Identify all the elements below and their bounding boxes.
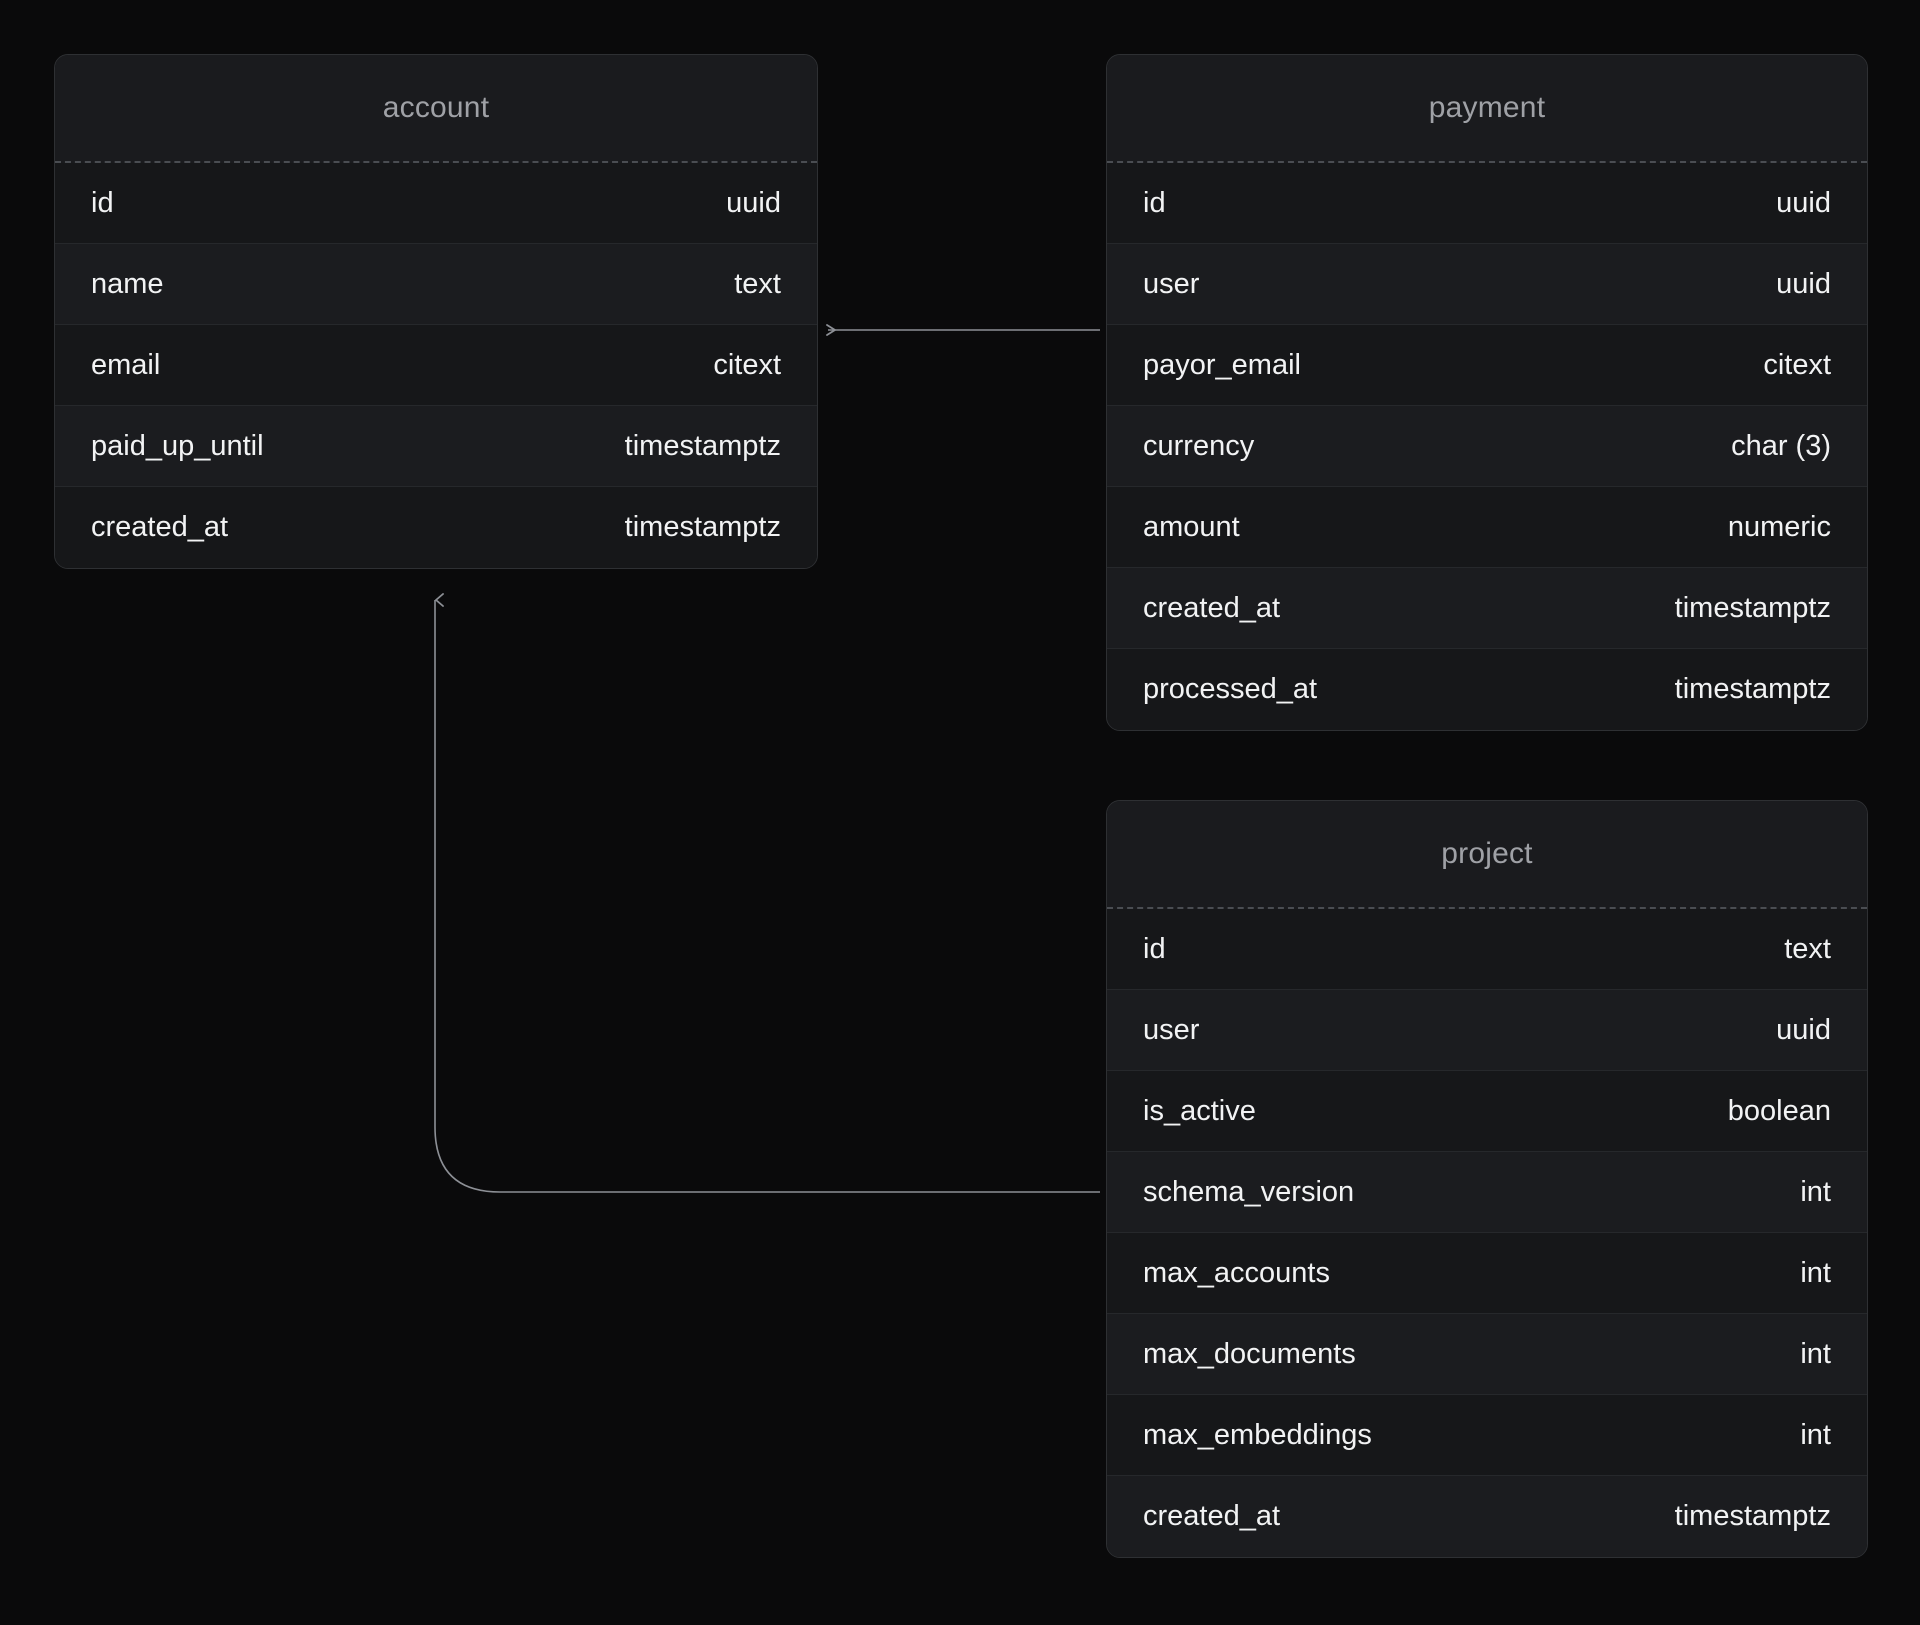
- field-name: user: [1143, 1013, 1200, 1046]
- field-type: numeric: [1727, 510, 1831, 543]
- field-name: user: [1143, 267, 1200, 300]
- field-row[interactable]: created_at timestamptz: [1107, 568, 1867, 649]
- field-type: uuid: [1776, 267, 1831, 300]
- field-name: currency: [1143, 429, 1255, 462]
- field-type: uuid: [1776, 1013, 1831, 1046]
- field-row[interactable]: amount numeric: [1107, 487, 1867, 568]
- field-type: text: [734, 267, 781, 300]
- field-type: uuid: [1776, 186, 1831, 219]
- field-name: paid_up_until: [91, 429, 264, 462]
- field-row[interactable]: name text: [55, 244, 817, 325]
- field-name: name: [91, 267, 164, 300]
- field-row[interactable]: is_active boolean: [1107, 1071, 1867, 1152]
- field-type: char (3): [1731, 429, 1831, 462]
- field-row[interactable]: user uuid: [1107, 244, 1867, 325]
- field-name: max_embeddings: [1143, 1418, 1372, 1451]
- field-row[interactable]: schema_version int: [1107, 1152, 1867, 1233]
- field-type: text: [1784, 932, 1831, 965]
- field-row[interactable]: user uuid: [1107, 990, 1867, 1071]
- field-name: created_at: [91, 511, 229, 543]
- field-type: timestamptz: [1674, 1500, 1831, 1532]
- field-row[interactable]: max_accounts int: [1107, 1233, 1867, 1314]
- field-row[interactable]: processed_at timestamptz: [1107, 649, 1867, 730]
- field-type: timestamptz: [1674, 591, 1831, 624]
- field-row[interactable]: id uuid: [1107, 163, 1867, 244]
- field-row[interactable]: created_at timestamptz: [55, 487, 817, 568]
- field-row[interactable]: email citext: [55, 325, 817, 406]
- field-type: timestamptz: [624, 429, 781, 462]
- field-name: max_documents: [1143, 1337, 1356, 1370]
- field-type: int: [1800, 1256, 1831, 1289]
- field-type: int: [1800, 1418, 1831, 1451]
- entity-payment[interactable]: payment id uuid user uuid payor_email ci…: [1106, 54, 1868, 731]
- entity-payment-title: payment: [1428, 91, 1546, 124]
- entity-account[interactable]: account id uuid name text email citext p…: [54, 54, 818, 569]
- field-type: boolean: [1727, 1094, 1831, 1127]
- entity-payment-header: payment: [1107, 55, 1867, 163]
- field-type: int: [1800, 1337, 1831, 1370]
- field-type: citext: [1763, 348, 1831, 381]
- field-name: id: [1143, 932, 1166, 965]
- field-name: payor_email: [1143, 348, 1301, 381]
- field-row[interactable]: id uuid: [55, 163, 817, 244]
- field-name: id: [91, 186, 114, 219]
- field-row[interactable]: id text: [1107, 909, 1867, 990]
- field-row[interactable]: paid_up_until timestamptz: [55, 406, 817, 487]
- field-row[interactable]: max_documents int: [1107, 1314, 1867, 1395]
- entity-project[interactable]: project id text user uuid is_active bool…: [1106, 800, 1868, 1558]
- field-row[interactable]: max_embeddings int: [1107, 1395, 1867, 1476]
- field-name: amount: [1143, 510, 1240, 543]
- field-type: citext: [713, 348, 781, 381]
- field-name: max_accounts: [1143, 1256, 1330, 1289]
- field-name: created_at: [1143, 1500, 1281, 1532]
- entity-project-header: project: [1107, 801, 1867, 909]
- field-name: created_at: [1143, 591, 1281, 624]
- field-name: schema_version: [1143, 1175, 1355, 1208]
- field-type: int: [1800, 1175, 1831, 1208]
- edge-project-to-account: [434, 593, 1100, 1193]
- field-type: uuid: [726, 186, 781, 219]
- entity-account-title: account: [382, 91, 490, 124]
- entity-account-header: account: [55, 55, 817, 163]
- field-type: timestamptz: [624, 511, 781, 543]
- field-row[interactable]: currency char (3): [1107, 406, 1867, 487]
- entity-project-title: project: [1441, 837, 1533, 870]
- field-name: processed_at: [1143, 673, 1318, 705]
- field-row[interactable]: payor_email citext: [1107, 325, 1867, 406]
- field-row[interactable]: created_at timestamptz: [1107, 1476, 1867, 1557]
- field-type: timestamptz: [1674, 673, 1831, 705]
- field-name: email: [91, 348, 161, 381]
- field-name: id: [1143, 186, 1166, 219]
- field-name: is_active: [1143, 1094, 1256, 1127]
